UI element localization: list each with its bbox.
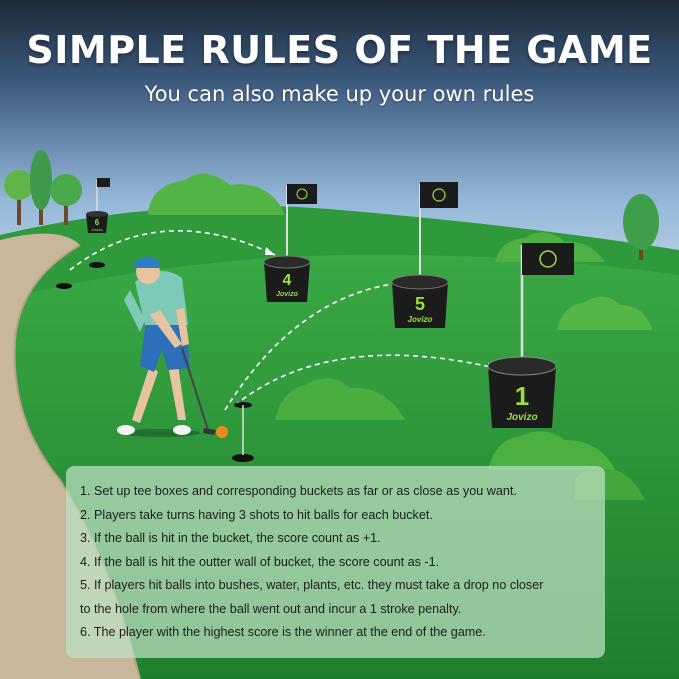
bucket-4-number: 4	[283, 272, 292, 289]
trees-left	[4, 150, 82, 225]
tree-right	[623, 194, 659, 260]
bucket-1-number: 1	[515, 381, 529, 411]
bucket-5-brand: Jovizo	[408, 315, 433, 324]
bucket-6: 6 Jovizo	[86, 178, 110, 233]
bucket-5: 5 Jovizo	[391, 182, 458, 328]
tee-markers	[56, 262, 254, 462]
rule-4: 4. If the ball is hit the outter wall of…	[80, 554, 440, 569]
bucket-1: 1 Jovizo	[487, 243, 574, 428]
rule-5-continued: to the hole from where the ball went out…	[80, 601, 462, 616]
bucket-4-brand: Jovizo	[276, 291, 299, 298]
bucket-1-brand: Jovizo	[506, 412, 537, 423]
bucket-4: 4 Jovizo	[263, 184, 317, 302]
walking-path	[0, 233, 140, 679]
bucket-6-brand: Jovizo	[91, 227, 103, 232]
bucket-6-number: 6	[95, 218, 100, 227]
rule-2: 2. Players take turns having 3 shots to …	[80, 507, 433, 522]
golfer	[117, 256, 216, 437]
rule-3: 3. If the ball is hit in the bucket, the…	[80, 531, 381, 545]
page-title: SIMPLE RULES OF THE GAME	[26, 28, 653, 72]
rule-6: 6. The player with the highest score is …	[80, 625, 486, 639]
rules-panel: 1. Set up tee boxes and corresponding bu…	[66, 466, 605, 658]
bucket-5-number: 5	[415, 294, 425, 314]
rule-1: 1. Set up tee boxes and corresponding bu…	[80, 484, 517, 498]
page-subtitle: You can also make up your own rules	[144, 82, 535, 106]
ball-trajectories	[69, 230, 496, 411]
rule-5: 5. If players hit balls into bushes, wat…	[80, 578, 544, 592]
golf-ball	[216, 426, 228, 438]
